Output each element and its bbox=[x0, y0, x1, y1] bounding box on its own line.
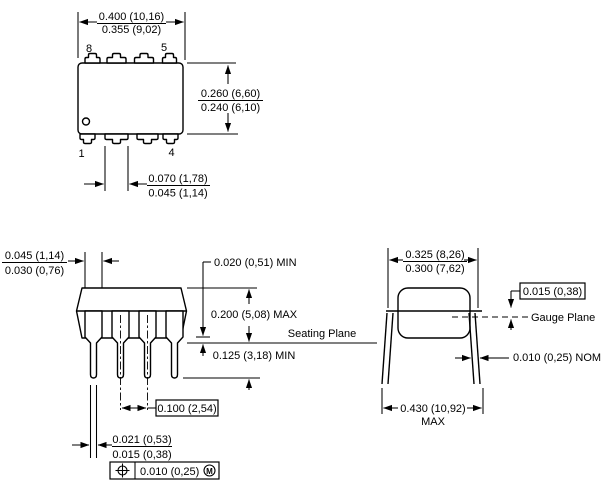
pin-label-1: 1 bbox=[78, 148, 84, 160]
dim-side-height: 0.200 (5,08) MAX bbox=[211, 309, 298, 321]
package-body-top-view bbox=[77, 62, 184, 135]
dim-side-leadthk-min: 0.015 (0,38) bbox=[112, 449, 171, 461]
dim-side-standoff: 0.020 (0,51) MIN bbox=[214, 257, 297, 269]
dim-top-width-min: 0.355 (9,02) bbox=[102, 24, 161, 36]
pin-shape bbox=[104, 133, 129, 145]
dim-end-leadthk: 0.010 (0,25) NOM bbox=[513, 352, 601, 364]
top-view: 8 5 1 4 0.400 (10,16) 0.355 (9,02) 0.260… bbox=[77, 11, 263, 200]
dim-side-leadthk-max: 0.021 (0,53) bbox=[112, 434, 171, 446]
dim-side-shoulder-max: 0.045 (1,14) bbox=[5, 250, 64, 262]
pitch-dimension-box bbox=[155, 399, 219, 417]
pin-shape bbox=[106, 52, 127, 64]
dim-side-shoulder-min: 0.030 (0,76) bbox=[5, 265, 64, 277]
true-position-tolerance: 0.010 (0,25) bbox=[140, 466, 199, 478]
dim-end-gauge-offset: 0.015 (0,38) bbox=[523, 286, 582, 298]
end-view: 0.325 (8,26) 0.300 (7,62) 0.015 (0,38) G… bbox=[381, 248, 601, 428]
dim-top-body-min: 0.240 (6,10) bbox=[201, 102, 260, 114]
package-body-end-view bbox=[397, 287, 471, 339]
seating-plane-label: Seating Plane bbox=[288, 328, 357, 340]
pin-shape bbox=[84, 52, 101, 64]
true-position-feature-control-frame: 0.010 (0,25) M bbox=[109, 461, 220, 480]
dim-side-pitch: 0.100 (2,54) bbox=[157, 403, 216, 415]
pin-shape bbox=[165, 310, 184, 379]
pin-shape bbox=[161, 52, 178, 64]
top-edge-pin-bumps bbox=[84, 52, 178, 64]
pin-label-8: 8 bbox=[86, 43, 92, 55]
dim-side-leadlength: 0.125 (3,18) MIN bbox=[213, 350, 296, 362]
pin-shape bbox=[133, 52, 155, 64]
mmc-modifier-icon: M bbox=[203, 464, 216, 477]
dim-top-width-max: 0.400 (10,16) bbox=[99, 11, 164, 23]
pin-label-4: 4 bbox=[168, 147, 174, 159]
pin-shape bbox=[162, 133, 179, 145]
side-view: 0.045 (1,14) 0.030 (0,76) 0.020 (0,51) M… bbox=[2, 250, 377, 480]
mmc-modifier-letter: M bbox=[206, 467, 213, 476]
dim-top-leadwidth-max: 0.070 (1,78) bbox=[148, 173, 207, 185]
side-view-leads bbox=[84, 310, 184, 379]
pin1-indicator-dot bbox=[81, 117, 91, 126]
dim-top-leadwidth-min: 0.045 (1,14) bbox=[148, 188, 207, 200]
true-position-icon bbox=[115, 463, 130, 478]
end-view-leads bbox=[381, 312, 481, 385]
bottom-edge-pin-bumps bbox=[79, 133, 179, 145]
pin-label-5: 5 bbox=[161, 42, 167, 54]
dim-end-span-qualifier: MAX bbox=[421, 416, 446, 428]
dim-end-rowspacing-max: 0.325 (8,26) bbox=[405, 249, 464, 261]
pin-shape bbox=[136, 133, 159, 145]
pin-shape bbox=[84, 310, 103, 379]
dim-end-rowspacing-min: 0.300 (7,62) bbox=[405, 263, 464, 275]
dim-top-body-max: 0.260 (6,60) bbox=[201, 88, 260, 100]
dim-end-span: 0.430 (10,92) bbox=[400, 403, 465, 415]
pin-shape bbox=[79, 133, 96, 145]
gauge-plane-label: Gauge Plane bbox=[531, 312, 595, 324]
